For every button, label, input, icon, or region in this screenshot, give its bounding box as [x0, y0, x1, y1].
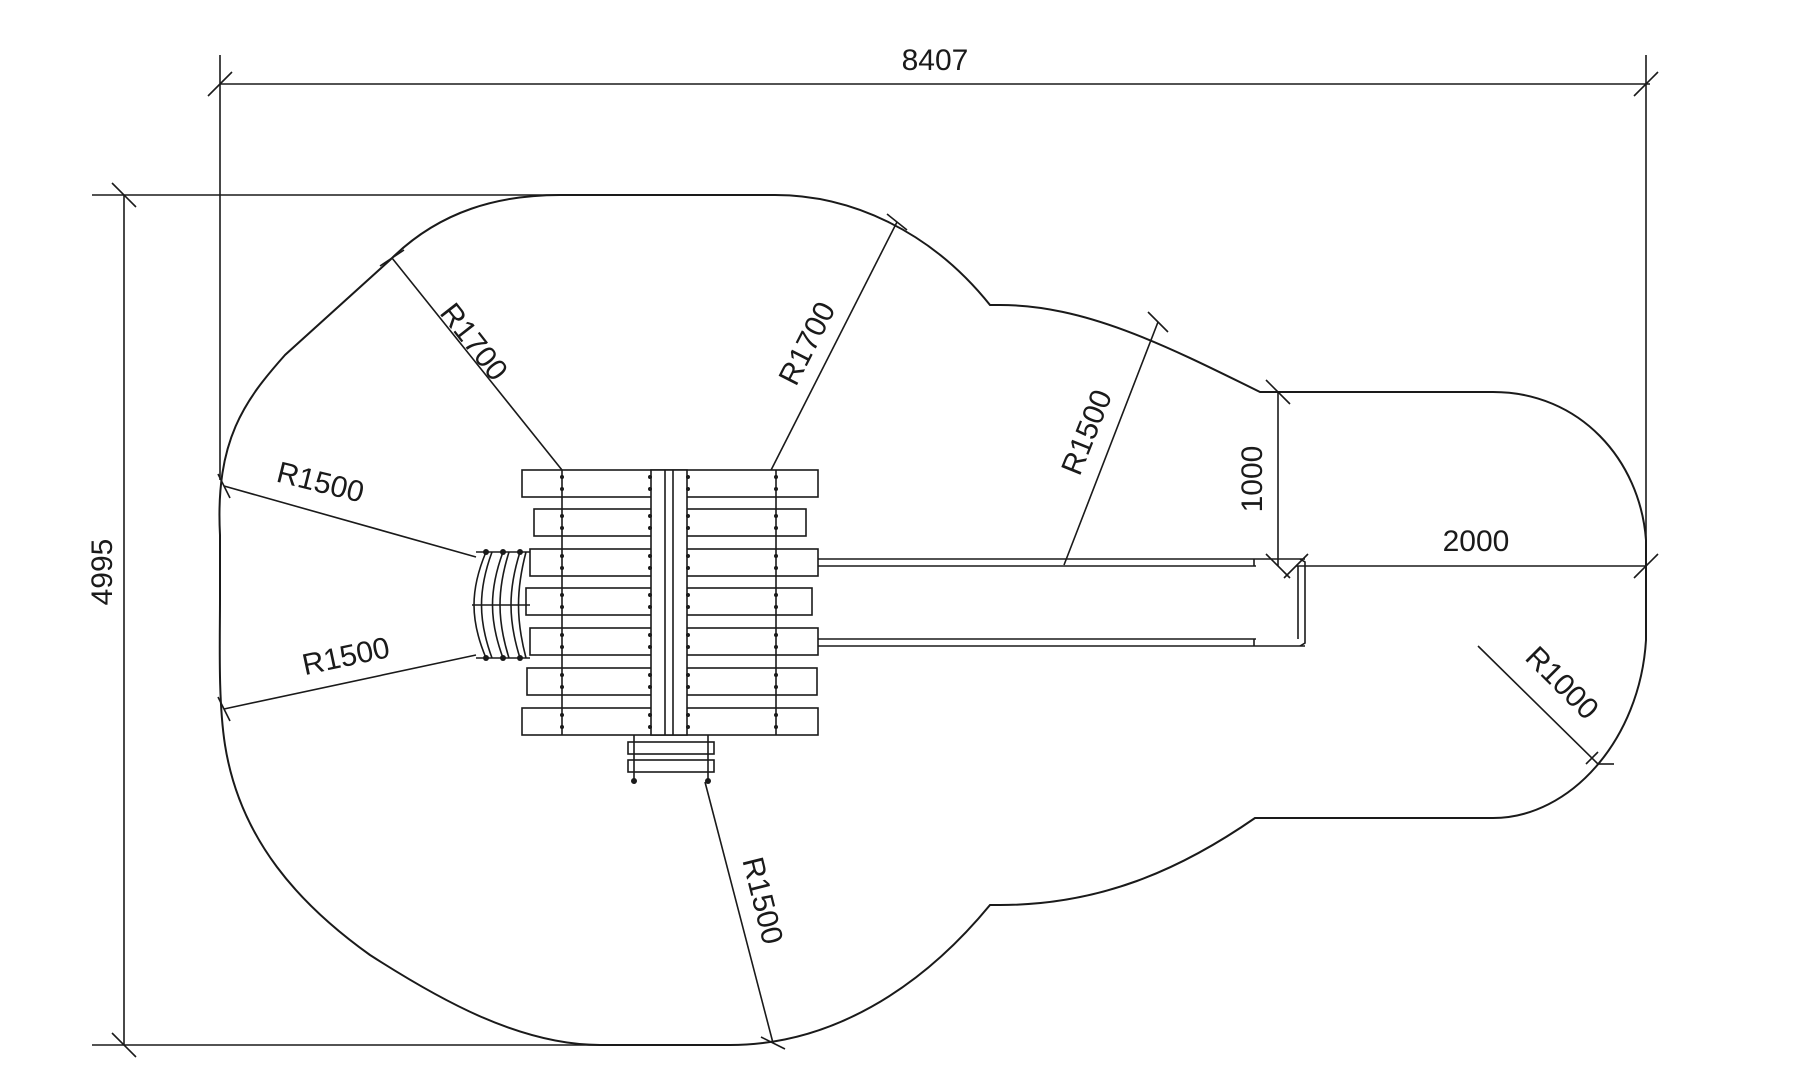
bolt-dot	[560, 566, 564, 570]
bolt-dot	[774, 713, 778, 717]
play-deck	[521, 469, 819, 736]
bolt-dot	[648, 487, 652, 491]
bolt-dot	[560, 526, 564, 530]
bolt-dot	[648, 633, 652, 637]
bolt-dot	[774, 526, 778, 530]
bolt-dot	[686, 487, 690, 491]
radius-top-middle: R1700	[764, 213, 908, 483]
bolt-dot	[774, 475, 778, 479]
bolt-dot	[648, 593, 652, 597]
bolt-dot	[560, 554, 564, 558]
bolt-dot	[774, 593, 778, 597]
slide	[818, 558, 1306, 647]
radius-left-upper-label: R1500	[273, 456, 367, 509]
bolt-dot	[686, 645, 690, 649]
bolt-dot	[648, 605, 652, 609]
slide-runout-label: 2000	[1443, 525, 1510, 558]
bolt-dot	[560, 713, 564, 717]
bolt-dot	[774, 487, 778, 491]
width-dimension: 8407	[207, 44, 1659, 540]
bolt-dot	[686, 633, 690, 637]
bolt-dot	[686, 605, 690, 609]
bolt-dot	[686, 526, 690, 530]
radius-right-label: R1000	[1519, 640, 1605, 726]
width-dimension-label: 8407	[902, 44, 969, 77]
height-dimension: 4995	[86, 182, 620, 1058]
bolt-dot	[774, 645, 778, 649]
radius-bottom: R1500	[704, 781, 789, 1050]
bolt-dot	[686, 725, 690, 729]
bolt-dot	[648, 566, 652, 570]
slide-offset-label: 1000	[1236, 446, 1269, 513]
arch-ladder	[472, 549, 530, 661]
bolt-dot	[774, 554, 778, 558]
bolt-dot	[774, 633, 778, 637]
bolt-dot	[560, 487, 564, 491]
radius-top-middle-label: R1700	[773, 297, 843, 391]
bolt-dot	[560, 514, 564, 518]
bolt-dot	[774, 685, 778, 689]
bolt-dot	[560, 685, 564, 689]
bolt-dot	[686, 554, 690, 558]
bolt-dot	[560, 593, 564, 597]
radius-left-lower: R1500	[217, 631, 477, 722]
bolt-dot	[686, 685, 690, 689]
bolt-dot	[774, 605, 778, 609]
bolt-dot	[560, 475, 564, 479]
height-dimension-label: 4995	[86, 539, 119, 606]
slide-offset-dimension: 1000	[1236, 379, 1291, 579]
bolt-dot	[648, 713, 652, 717]
bolt-dot	[774, 514, 778, 518]
bolt-dot	[686, 566, 690, 570]
bolt-dot	[648, 526, 652, 530]
bolt-dot	[686, 514, 690, 518]
bolt-dot	[686, 475, 690, 479]
bolt-dot	[560, 605, 564, 609]
bolt-dot	[648, 554, 652, 558]
bolt-dot	[648, 645, 652, 649]
bottom-steps	[627, 735, 715, 784]
radius-middle-right-label: R1500	[1055, 385, 1119, 479]
slide-runout-dimension: 2000	[1283, 525, 1659, 579]
bolt-dot	[774, 725, 778, 729]
radius-left-lower-label: R1500	[299, 631, 392, 682]
bolt-dot	[560, 645, 564, 649]
bolt-dot	[648, 685, 652, 689]
radius-top-left: R1700	[379, 249, 571, 481]
bolt-dot	[774, 673, 778, 677]
deck-bolts	[560, 475, 778, 729]
radius-bottom-label: R1500	[736, 854, 789, 948]
bolt-dot	[648, 514, 652, 518]
safety-zone-outline	[218, 194, 1647, 1046]
bolt-dot	[560, 673, 564, 677]
bolt-dot	[648, 673, 652, 677]
bolt-dot	[648, 725, 652, 729]
center-beam	[650, 469, 688, 736]
radius-right: R1000	[1477, 640, 1614, 765]
bolt-dot	[774, 566, 778, 570]
bolt-dot	[686, 713, 690, 717]
bolt-dot	[648, 475, 652, 479]
bolt-dot	[560, 633, 564, 637]
radius-left-upper: R1500	[217, 456, 477, 558]
radius-top-left-label: R1700	[433, 297, 513, 387]
radius-middle-right: R1500	[1055, 311, 1169, 566]
bolt-dot	[686, 593, 690, 597]
bolt-dot	[560, 725, 564, 729]
bolt-dot	[686, 673, 690, 677]
